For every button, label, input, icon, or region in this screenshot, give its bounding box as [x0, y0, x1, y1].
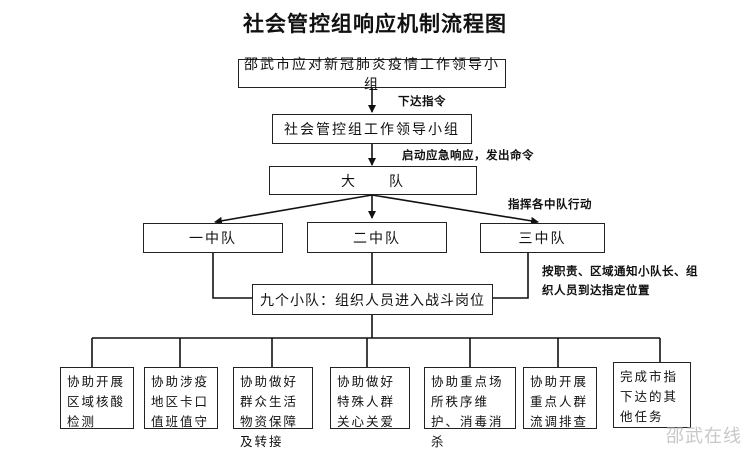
watermark-text: 邵武在线 [666, 426, 742, 447]
task-box-7: 完成市指下达的其他任务 [613, 362, 691, 428]
node-squad-3: 三中队 [480, 223, 605, 253]
node-squad-2: 二中队 [307, 222, 447, 253]
line-squad3-to-teams [493, 253, 529, 299]
arrow-brigade-to-squad3 [371, 194, 539, 225]
label-command-squads: 指挥各中队行动 [508, 197, 592, 211]
label-start-response: 启动应急响应，发出命令 [402, 148, 534, 162]
task-box-4: 协助做好特殊人群关心关爱 [330, 367, 410, 429]
node-control-group: 社会管控组工作领导小组 [272, 114, 472, 144]
chart-title: 社会管控组响应机制流程图 [243, 11, 507, 36]
task-box-2: 协助涉疫地区卡口值班值守 [144, 367, 218, 429]
task-box-5: 协助重点场所秩序维护、消毒消杀 [424, 367, 516, 449]
node-brigade: 大 队 [269, 166, 477, 195]
line-squad1-to-teams [212, 253, 252, 299]
label-issue-orders: 下达指令 [398, 94, 446, 108]
node-squad-1: 一中队 [143, 223, 283, 253]
label-notify-teams: 按职责、区域通知小队长、组织人员到达指定位置 [542, 264, 698, 297]
task-box-1: 协助开展区域核酸检测 [60, 367, 134, 429]
arrow-brigade-to-squad1 [214, 194, 373, 225]
task-box-3: 协助做好群众生活物资保障及转接 [233, 367, 313, 449]
node-leading-group: 邵武市应对新冠肺炎疫情工作领导小组 [238, 57, 506, 93]
task-box-6: 协助开展重点人群流调排查 [523, 367, 597, 429]
node-nine-teams: 九个小队：组织人员进入战斗岗位 [252, 284, 493, 315]
